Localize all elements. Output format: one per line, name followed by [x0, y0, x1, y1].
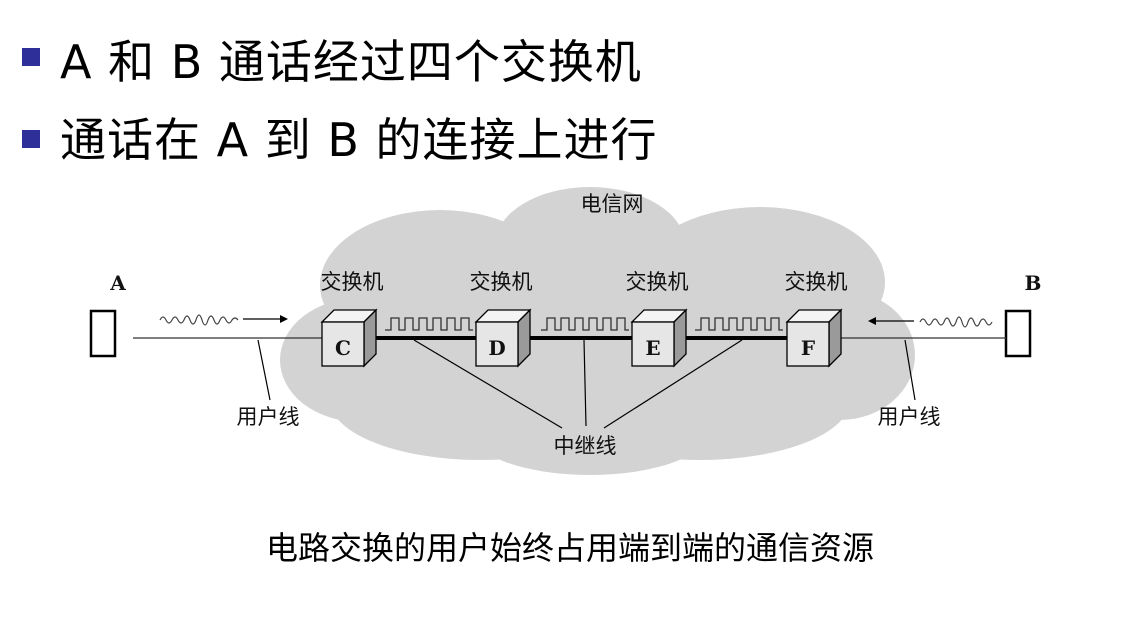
bullet-text: A 和 B 通话经过四个交换机: [60, 35, 642, 89]
user-line-pointer: [904, 339, 916, 401]
user-line-label: 用户线: [237, 405, 300, 429]
trunk-line-pointer: [413, 339, 563, 429]
switch-id: F: [801, 336, 815, 360]
endpoint-b-label: B: [1025, 271, 1042, 295]
switch-c: C: [320, 308, 378, 368]
trunk-line-label: 中继线: [554, 434, 617, 458]
digital-signal-icon: [695, 317, 783, 331]
bullet-square-icon: [22, 48, 40, 66]
switch-d: D: [474, 308, 532, 368]
user-line-label: 用户线: [878, 405, 941, 429]
switch-id: D: [488, 336, 505, 360]
switch-e: E: [630, 308, 688, 368]
analog-signal-left-icon: [159, 314, 239, 326]
trunk-line-pointer: [603, 339, 743, 429]
trunk-line-pointer: [583, 339, 587, 427]
switch-id: C: [335, 336, 351, 360]
endpoint-a-label: A: [109, 271, 126, 295]
switch-id: E: [645, 336, 660, 360]
switch-label: 交换机: [321, 270, 384, 294]
switch-f: F: [785, 308, 843, 368]
switch-label: 交换机: [785, 270, 848, 294]
switch-label: 交换机: [626, 270, 689, 294]
bullet-square-icon: [22, 130, 40, 148]
phone-a-icon: [89, 309, 117, 358]
digital-signal-icon: [541, 317, 629, 331]
analog-signal-right-icon: [919, 316, 993, 328]
network-label: 电信网: [581, 192, 644, 216]
phone-b-icon: [1004, 309, 1032, 358]
bullet-text: 通话在 A 到 B 的连接上进行: [60, 113, 658, 167]
caption: 电路交换的用户始终占用端到端的通信资源: [265, 529, 874, 567]
user-line-pointer: [257, 339, 271, 401]
digital-signal-icon: [385, 317, 473, 331]
switch-label: 交换机: [470, 270, 533, 294]
